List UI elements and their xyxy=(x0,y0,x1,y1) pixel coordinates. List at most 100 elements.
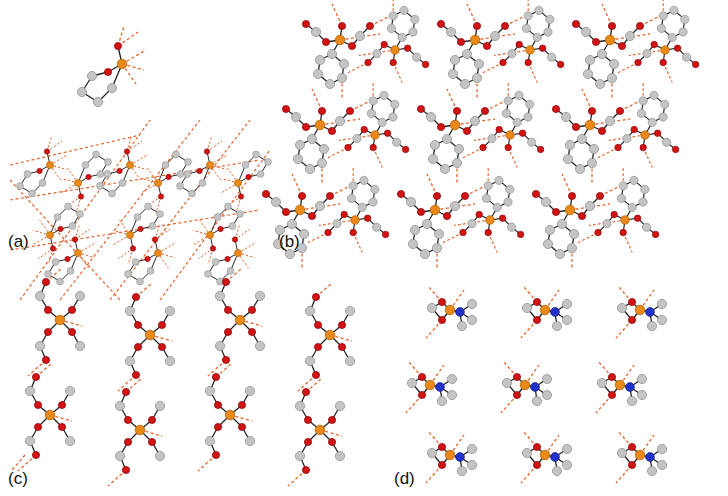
atom xyxy=(524,12,532,20)
atom xyxy=(381,41,387,47)
atom xyxy=(637,374,646,383)
molecule xyxy=(426,431,477,483)
atom xyxy=(107,83,116,92)
atom xyxy=(65,386,74,395)
atom xyxy=(124,416,131,423)
atom xyxy=(507,223,515,231)
atom xyxy=(476,211,482,217)
molecule xyxy=(616,286,667,338)
molecule xyxy=(298,283,355,391)
atom xyxy=(58,226,63,231)
atom xyxy=(298,192,305,199)
atom xyxy=(615,380,625,390)
atom xyxy=(293,154,302,163)
atom xyxy=(137,278,144,285)
atom xyxy=(238,401,245,408)
atom xyxy=(312,371,319,378)
molecule xyxy=(192,203,243,263)
atom xyxy=(587,158,596,167)
atom xyxy=(361,126,367,132)
atom xyxy=(595,79,604,88)
atom xyxy=(225,256,230,261)
atom xyxy=(508,49,516,57)
atom xyxy=(115,401,124,410)
atom xyxy=(546,15,554,23)
atom xyxy=(628,203,636,211)
atom xyxy=(204,149,209,154)
atom xyxy=(440,164,449,173)
atom xyxy=(661,100,669,108)
atom xyxy=(608,391,615,398)
atom xyxy=(326,192,333,199)
atom xyxy=(651,41,657,47)
molecule xyxy=(208,268,265,376)
atom xyxy=(313,69,322,78)
atom xyxy=(138,226,143,231)
atom xyxy=(165,306,174,315)
atom xyxy=(389,113,397,121)
atom xyxy=(75,291,84,300)
atom xyxy=(552,466,561,475)
atom xyxy=(519,130,525,136)
atom xyxy=(493,203,501,211)
atom xyxy=(453,107,460,114)
atom xyxy=(551,453,560,462)
atom xyxy=(495,176,503,184)
atom xyxy=(312,293,319,300)
atom xyxy=(467,299,476,308)
atom xyxy=(625,31,634,40)
atom xyxy=(533,33,541,41)
atom xyxy=(670,6,678,14)
atom xyxy=(177,171,184,178)
contact-line xyxy=(461,148,483,159)
atom xyxy=(515,91,523,99)
contact-line xyxy=(10,210,260,250)
atom xyxy=(148,438,155,445)
atom xyxy=(315,425,325,435)
molecule xyxy=(576,166,658,252)
atom xyxy=(165,356,174,365)
atom xyxy=(282,105,289,112)
atom xyxy=(427,303,436,312)
atom xyxy=(104,68,111,75)
atom xyxy=(430,140,439,149)
atom xyxy=(126,161,133,168)
atom xyxy=(447,390,456,399)
atom xyxy=(434,229,443,238)
atom xyxy=(426,112,435,121)
atom xyxy=(643,49,651,57)
contact-line xyxy=(306,233,328,244)
atom xyxy=(315,55,324,64)
atom xyxy=(611,211,617,217)
atom xyxy=(545,225,554,234)
atom xyxy=(119,180,126,187)
atom xyxy=(608,22,615,29)
atom xyxy=(72,237,77,242)
atom xyxy=(46,161,53,168)
atom xyxy=(438,298,445,305)
atom xyxy=(557,61,563,67)
atom xyxy=(287,219,296,228)
atom xyxy=(433,192,440,199)
atom xyxy=(225,410,235,420)
atom xyxy=(32,373,39,380)
atom xyxy=(430,205,440,215)
atom xyxy=(255,291,264,300)
atom xyxy=(609,59,618,68)
atom xyxy=(355,31,364,40)
atom xyxy=(450,201,459,210)
molecule xyxy=(616,0,698,82)
atom xyxy=(34,401,41,408)
atom xyxy=(463,127,470,134)
atom xyxy=(639,97,647,105)
atom xyxy=(205,271,212,278)
molecule xyxy=(481,0,563,82)
atom xyxy=(605,35,615,45)
molecule xyxy=(346,0,428,82)
atom xyxy=(443,212,450,219)
molecule xyxy=(77,26,146,107)
atom xyxy=(668,33,676,41)
atom xyxy=(237,211,244,218)
atom xyxy=(437,20,444,27)
atom xyxy=(581,27,590,36)
